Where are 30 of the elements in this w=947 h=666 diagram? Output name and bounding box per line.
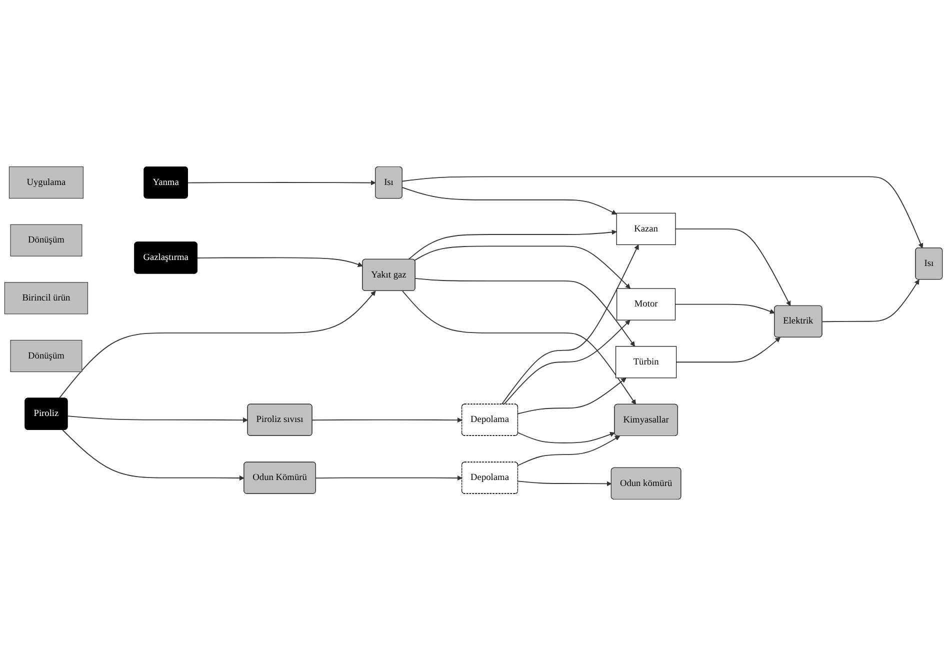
arrow (676, 337, 780, 363)
arrow (312, 417, 462, 423)
node-box: Birincil ürün (4, 282, 88, 314)
arrow (67, 416, 248, 423)
arrow (518, 436, 620, 466)
arrow (402, 187, 617, 214)
node-box: Dönüşüm (10, 224, 82, 256)
node-box: Motor (616, 288, 676, 320)
arrow (822, 279, 920, 322)
arrow (675, 228, 791, 306)
arrow (501, 244, 639, 405)
arrow (196, 257, 363, 267)
arrow (187, 180, 376, 186)
arrow (408, 230, 617, 260)
arrow (402, 290, 636, 405)
node-box: Dönüşüm (10, 340, 82, 372)
arrow (316, 475, 462, 481)
arrow (414, 278, 635, 347)
node-box: Türbin (616, 346, 677, 378)
node-box: Uygulama (8, 166, 84, 199)
arrow (504, 320, 630, 405)
arrow (518, 432, 615, 444)
arrow (402, 176, 924, 248)
arrow (674, 304, 775, 314)
arrow (518, 480, 612, 486)
arrow (58, 290, 376, 399)
arrow (414, 246, 630, 289)
arrow (518, 378, 626, 414)
arrow (62, 429, 244, 481)
node-box: Kazan (616, 212, 676, 246)
